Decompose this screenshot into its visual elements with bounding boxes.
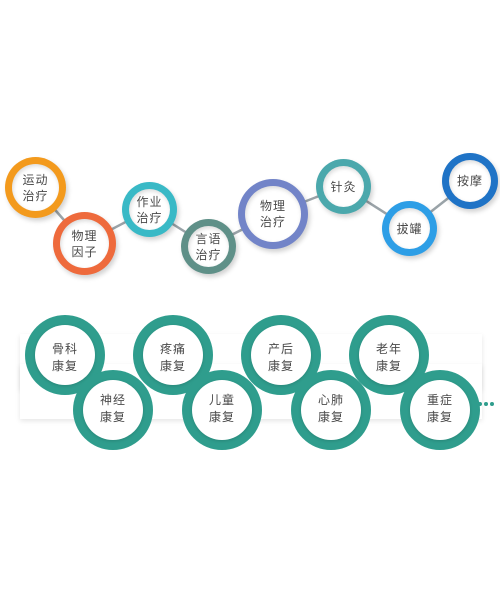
dot: [478, 402, 482, 406]
node-label-line: 治疗: [195, 247, 222, 262]
rehab-ring-critical-care: 重症 康复: [400, 370, 480, 450]
ring-label-line: 产后: [267, 342, 294, 356]
node-label-line: 作业: [136, 194, 163, 209]
node-physical-therapy: 物理 治疗: [238, 179, 308, 249]
ring-center: [83, 380, 143, 440]
ring-label-line: 心肺: [317, 393, 344, 407]
more-ellipsis-icon: [478, 402, 494, 406]
rehab-ring-pediatric: 儿童 康复: [182, 370, 262, 450]
dot: [490, 402, 494, 406]
ring-center: [35, 325, 95, 385]
node-label-line: 运动: [22, 172, 49, 187]
rehab-ring-cardiopulmonary: 心肺 康复: [291, 370, 371, 450]
rehab-ring-neuro: 神经 康复: [73, 370, 153, 450]
ring-label-line: 老年: [375, 342, 402, 356]
ring-center: [359, 325, 419, 385]
node-label-line: 物理: [259, 199, 286, 213]
dot: [484, 402, 488, 406]
node-label-line: 拔罐: [396, 221, 423, 236]
ring-label-line: 疼痛: [159, 342, 186, 356]
ring-label-line: 康复: [51, 359, 78, 373]
ring-label-line: 康复: [267, 359, 294, 373]
node-physical-factor: 物理 因子: [53, 212, 116, 275]
ring-center: [251, 325, 311, 385]
ring-label-line: 康复: [375, 359, 402, 373]
node-label-line: 治疗: [22, 188, 49, 203]
ring-center: [301, 380, 361, 440]
node-label-line: 治疗: [136, 210, 163, 225]
node-cupping: 拔罐: [382, 201, 437, 256]
ring-label-line: 康复: [208, 410, 235, 424]
node-label-line: 言语: [195, 231, 222, 246]
node-sports-therapy: 运动 治疗: [5, 157, 66, 218]
node-massage: 按摩: [442, 153, 498, 209]
node-label-line: 治疗: [259, 215, 286, 229]
ring-label-line: 骨科: [51, 342, 78, 356]
rehab-ring-pain: 疼痛 康复: [133, 315, 213, 395]
node-occupational-therapy: 作业 治疗: [122, 182, 177, 237]
ring-label-line: 康复: [159, 359, 186, 373]
rehab-ring-elderly: 老年 康复: [349, 315, 429, 395]
node-label-line: 针灸: [330, 179, 357, 194]
node-label-line: 按摩: [456, 174, 483, 188]
ring-label-line: 儿童: [208, 393, 235, 407]
rehab-ring-orthopedic: 骨科 康复: [25, 315, 105, 395]
node-label-line: 因子: [71, 244, 98, 259]
node-speech-therapy: 言语 治疗: [181, 219, 236, 274]
ring-label-line: 康复: [426, 410, 453, 424]
ring-label-line: 康复: [317, 410, 344, 424]
rehab-ring-postpartum: 产后 康复: [241, 315, 321, 395]
ring-center: [410, 380, 470, 440]
ring-center: [143, 325, 203, 385]
ring-label-line: 康复: [99, 410, 126, 424]
ring-label-line: 重症: [426, 393, 453, 407]
node-label-line: 物理: [71, 228, 98, 243]
node-acupuncture: 针灸: [316, 159, 371, 214]
ring-center: [192, 380, 252, 440]
ring-label-line: 神经: [99, 393, 126, 407]
